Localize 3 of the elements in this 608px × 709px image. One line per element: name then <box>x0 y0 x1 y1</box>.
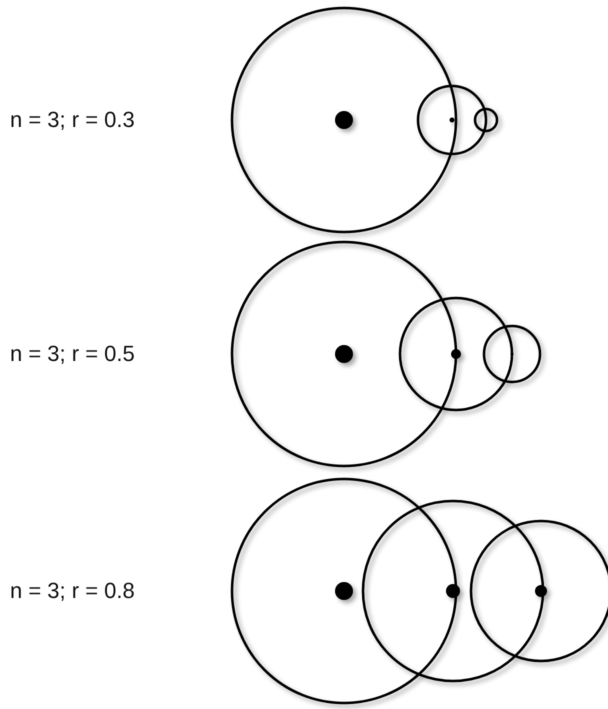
parameter-label: n = 3; r = 0.3 <box>10 107 135 133</box>
parameter-label: n = 3; r = 0.5 <box>10 341 135 367</box>
parameter-label: n = 3; r = 0.8 <box>10 578 135 604</box>
